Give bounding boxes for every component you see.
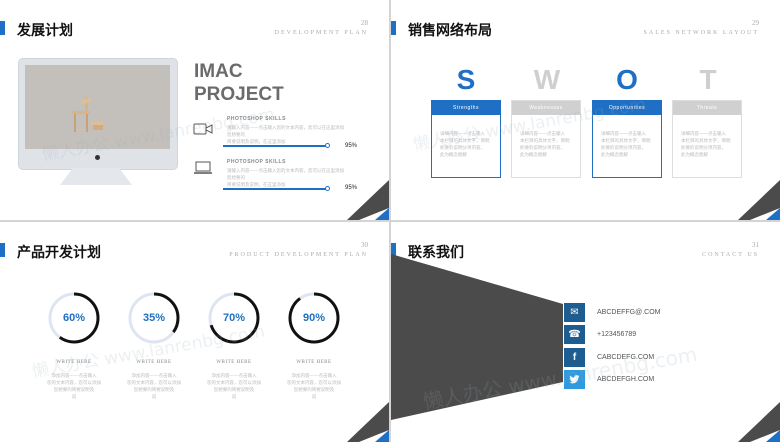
card-text: 详细内容——点击输入本栏目的具体文字，简明扼要的说明分项内容，此为概念图解 xyxy=(520,132,570,158)
funnel-shape xyxy=(391,254,563,420)
slide-subtitle: CONTACT US xyxy=(702,252,759,258)
mail-icon[interactable]: ✉ xyxy=(564,303,585,322)
laptop-icon xyxy=(194,161,212,174)
ring-description: 添加内容——点击输入您的文本内容，您可以添加您想要的简要说明及说 xyxy=(207,374,261,400)
skill-description: 请输入内容——点击输入您的文本内容，您可以在这里添加您想要的简要说明及说明，在这… xyxy=(227,169,344,188)
ring-fill xyxy=(48,292,100,344)
ring-description: 添加内容——点击输入您的文本内容，您可以添加您想要的简要说明及说 xyxy=(127,374,181,400)
slide-number: 31 xyxy=(752,241,759,249)
facebook-icon[interactable]: f xyxy=(564,348,585,367)
ring-graphic xyxy=(48,292,100,344)
corner-decoration xyxy=(347,180,389,220)
imac-monitor-image xyxy=(18,58,178,170)
swot-letter-t: T xyxy=(699,64,717,95)
progress-ring: 35% xyxy=(126,290,182,346)
card-text: 详细内容——点击输入本栏目的具体文字，简明扼要的说明分项内容，此为概念图解 xyxy=(440,132,490,158)
slide-development-plan[interactable]: 发展计划 28 DEVELOPMENT PLAN IMAC PROJECT PH… xyxy=(0,0,389,220)
ring-fill xyxy=(288,292,340,344)
progress-ring: 60% xyxy=(46,290,102,346)
slide-number: 28 xyxy=(361,19,368,27)
slide-title: 销售网络布局 xyxy=(408,23,492,39)
slide-subtitle: PRODUCT DEVELOPMENT PLAN xyxy=(229,252,368,258)
swot-letter-o: O xyxy=(616,64,638,95)
ring-caption: WRITE HERE xyxy=(136,360,172,365)
progress-ring: 90% xyxy=(286,290,342,346)
slide-sales-network[interactable]: 销售网络布局 29 SALES NETWORK LAYOUT S W O T S… xyxy=(391,0,780,220)
monitor-stand xyxy=(60,168,132,185)
card-text: 详细内容——点击输入本栏目的具体文字，简明扼要的说明分项内容，此为概念图解 xyxy=(681,132,731,158)
corner-decoration xyxy=(738,402,780,442)
contact-twitter[interactable]: ABCDEFGH.COM xyxy=(597,376,655,383)
ring-caption: WRITE HERE xyxy=(56,360,92,365)
card-header: Threats xyxy=(673,101,741,115)
heading-line-2: PROJECT xyxy=(194,84,284,105)
heading-line-1: IMAC xyxy=(194,61,243,82)
card-text: 详细内容——点击输入本栏目的具体文字，简明扼要的说明分项内容，此为概念图解 xyxy=(601,132,651,158)
progress-knob xyxy=(324,143,330,148)
ring-graphic xyxy=(208,292,260,344)
slide-product-development[interactable]: 产品开发计划 30 PRODUCT DEVELOPMENT PLAN 60% 3… xyxy=(0,222,389,442)
phone-icon[interactable]: ☎ xyxy=(564,325,585,344)
progress-knob xyxy=(324,186,330,191)
ring-percent: 70% xyxy=(222,312,246,324)
ring-fill xyxy=(128,292,180,344)
contact-phone[interactable]: +123456789 xyxy=(597,331,637,338)
swot-card-opportunities: Opportunities 详细内容——点击输入本栏目的具体文字，简明扼要的说明… xyxy=(592,100,662,178)
twitter-icon[interactable] xyxy=(564,370,585,389)
swot-letter-s: S xyxy=(456,64,476,95)
swot-card-strengths: Strengths 详细内容——点击输入本栏目的具体文字，简明扼要的说明分项内容… xyxy=(431,100,501,178)
slide-subtitle: SALES NETWORK LAYOUT xyxy=(643,30,759,36)
monitor-screen-photo xyxy=(25,65,170,149)
card-header: Weaknesses xyxy=(512,101,580,115)
ring-percent: 35% xyxy=(142,312,166,324)
skill-progress-bar xyxy=(223,186,330,191)
card-header: Opportunities xyxy=(593,101,661,115)
skill-percent: 95% xyxy=(345,185,358,191)
title-accent-bar xyxy=(0,21,5,35)
ring-percent: 60% xyxy=(62,312,86,324)
video-camera-icon xyxy=(193,123,213,135)
corner-decoration xyxy=(738,180,780,220)
swot-letter-w: W xyxy=(533,64,561,95)
skill-label: PHOTOSHOP SKILLS xyxy=(227,159,286,165)
slide-number: 30 xyxy=(361,241,368,249)
skill-description: 请输入内容——点击输入您的文本内容，您可以在这里添加您想要的简要说明及说明，在这… xyxy=(227,126,344,145)
swot-card-threats: Threats 详细内容——点击输入本栏目的具体文字，简明扼要的说明分项内容，此… xyxy=(672,100,742,178)
ring-description: 添加内容——点击输入您的文本内容，您可以添加您想要的简要说明及说 xyxy=(287,374,341,400)
slide-title: 产品开发计划 xyxy=(17,245,101,261)
title-accent-bar xyxy=(391,21,396,35)
ring-description: 添加内容——点击输入您的文本内容，您可以添加您想要的简要说明及说 xyxy=(47,374,101,400)
chair-photo xyxy=(72,97,103,132)
title-accent-bar xyxy=(391,243,396,257)
slide-subtitle: DEVELOPMENT PLAN xyxy=(274,30,368,36)
title-accent-bar xyxy=(0,243,5,257)
ring-caption: WRITE HERE xyxy=(296,360,332,365)
contact-facebook[interactable]: CABCDEFG.COM xyxy=(597,354,655,361)
card-header: Strengths xyxy=(432,101,500,115)
corner-decoration xyxy=(347,402,389,442)
slide-contact-us[interactable]: 联系我们 31 CONTACT US ✉ ☎ f ABCDEFFG@.COM +… xyxy=(391,222,780,442)
slide-title: 联系我们 xyxy=(408,245,464,261)
monitor-camera-dot xyxy=(95,155,100,160)
contact-email[interactable]: ABCDEFFG@.COM xyxy=(597,309,661,316)
skill-progress-bar xyxy=(223,143,330,148)
slide-number: 29 xyxy=(752,19,759,27)
project-heading: IMAC PROJECT xyxy=(194,60,284,106)
ring-graphic xyxy=(128,292,180,344)
ring-fill xyxy=(208,292,260,344)
swot-card-weaknesses: Weaknesses 详细内容——点击输入本栏目的具体文字，简明扼要的说明分项内… xyxy=(511,100,581,178)
ring-caption: WRITE HERE xyxy=(216,360,252,365)
skill-percent: 95% xyxy=(345,143,358,149)
slide-title: 发展计划 xyxy=(17,23,73,39)
progress-ring: 70% xyxy=(206,290,262,346)
ring-percent: 90% xyxy=(302,312,326,324)
skill-label: PHOTOSHOP SKILLS xyxy=(227,116,286,122)
ring-graphic xyxy=(288,292,340,344)
